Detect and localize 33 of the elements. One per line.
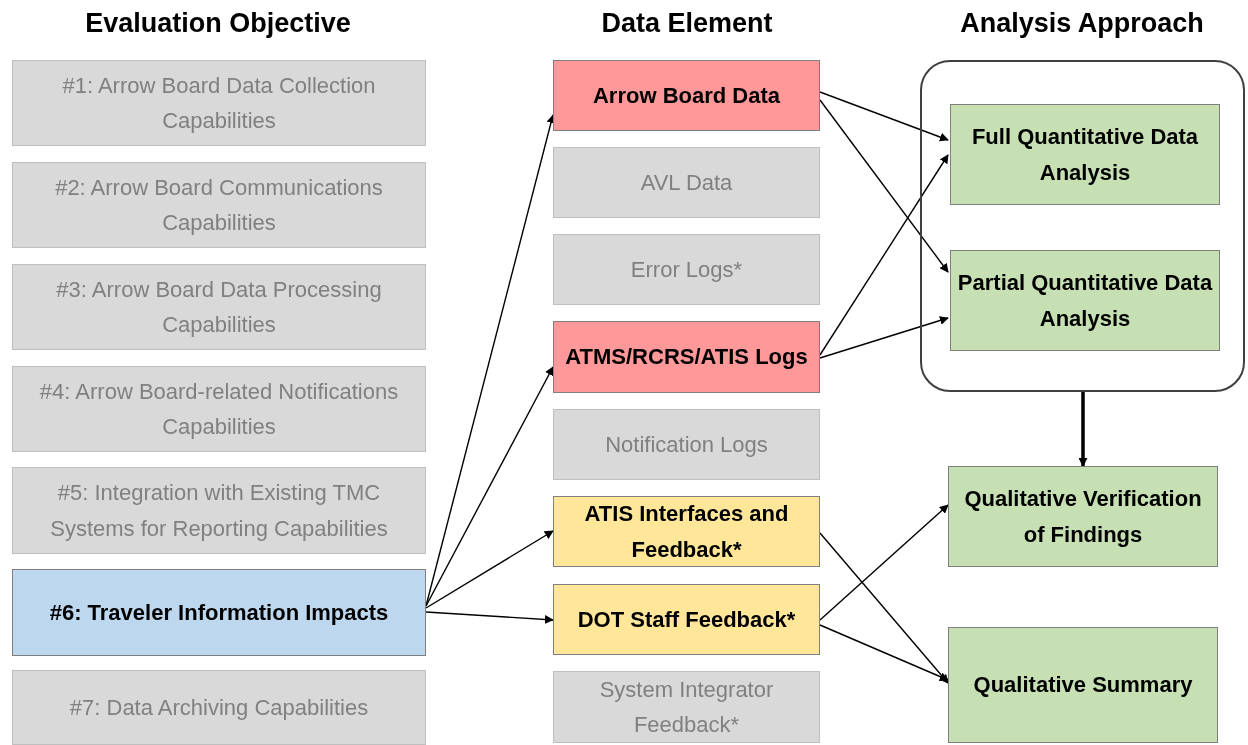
objective-box: #5: Integration with Existing TMC Systems for Reporting Capabilities: [12, 467, 426, 554]
arrow: [425, 366, 554, 607]
objective-box: System Integrator Feedback*: [553, 671, 820, 743]
arrow: [819, 91, 949, 142]
arrow: [425, 611, 554, 624]
objective-box: #7: Data Archiving Capabilities: [12, 670, 426, 745]
objective-box: Notification Logs: [553, 409, 820, 480]
arrow: [819, 532, 949, 684]
objective-box: #6: Traveler Information Impacts: [12, 569, 426, 656]
arrow: [819, 316, 949, 359]
column-header: Data Element: [601, 8, 773, 39]
arrow: [819, 99, 949, 273]
rounded-frame: [920, 60, 1245, 392]
analysis-box: Partial Quantitative Data Analysis: [950, 250, 1220, 351]
objective-box: AVL Data: [553, 147, 820, 218]
objective-box: #3: Arrow Board Data Processing Capabilities: [12, 264, 426, 350]
column-header: Analysis Approach: [960, 8, 1204, 39]
data-element-box: ATIS Interfaces and Feedback*: [553, 496, 820, 567]
arrow: [1078, 392, 1088, 467]
column-header: Evaluation Objective: [85, 8, 351, 39]
data-element-box: ATMS/RCRS/ATIS Logs: [553, 321, 820, 393]
objective-box: #4: Arrow Board-related Notifications Capabilities: [12, 366, 426, 452]
arrow: [819, 154, 949, 356]
objective-box: Error Logs*: [553, 234, 820, 305]
data-element-box: Arrow Board Data: [553, 60, 820, 131]
analysis-box: Qualitative Summary: [948, 627, 1218, 743]
arrow: [819, 504, 949, 621]
arrow: [425, 530, 554, 609]
data-element-box: DOT Staff Feedback*: [553, 584, 820, 655]
objective-box: #1: Arrow Board Data Collection Capabilities: [12, 60, 426, 146]
analysis-box: Qualitative Verification of Findings: [948, 466, 1218, 567]
objective-box: #2: Arrow Board Communications Capabilities: [12, 162, 426, 248]
analysis-box: Full Quantitative Data Analysis: [950, 104, 1220, 205]
